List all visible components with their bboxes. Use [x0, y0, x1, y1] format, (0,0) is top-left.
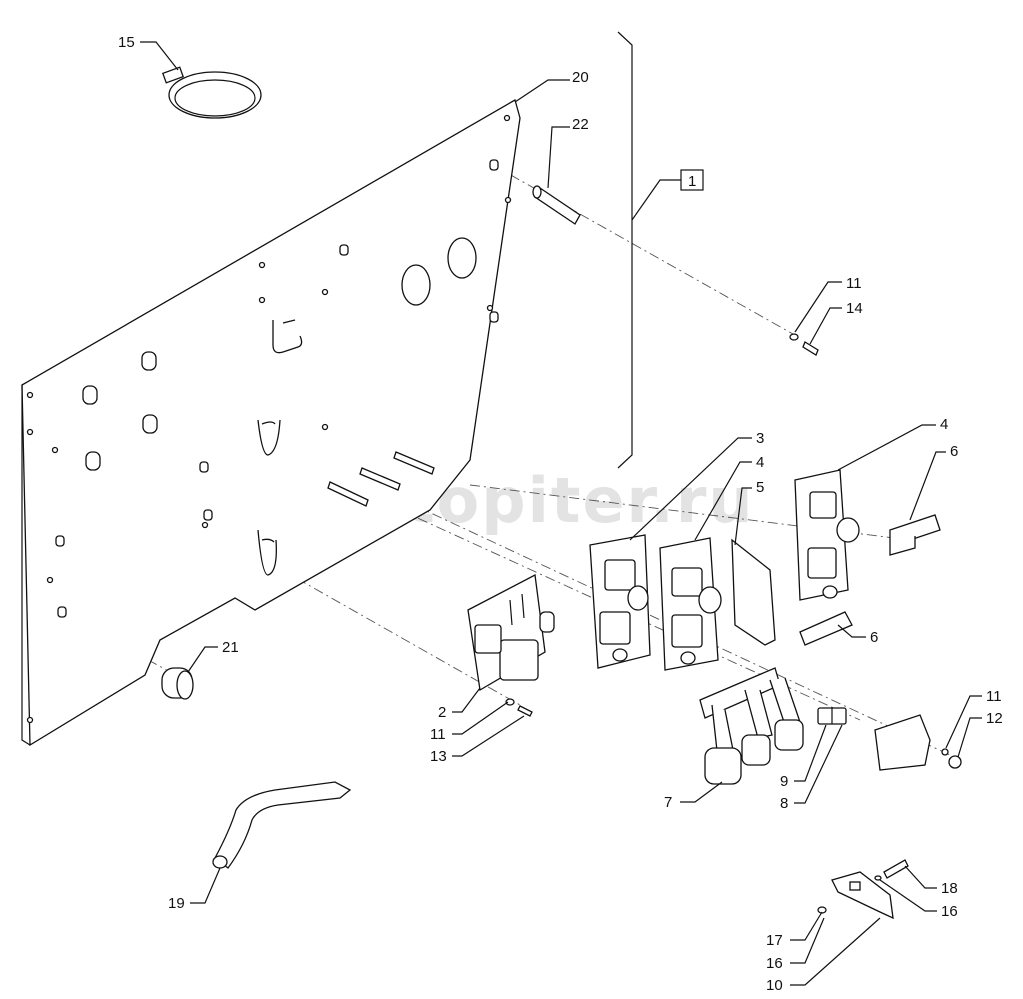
plate-standoffs: [55, 159, 499, 618]
callout-18: 18: [941, 880, 958, 897]
connector-module: [467, 573, 555, 692]
callout-3: 3: [756, 430, 764, 447]
bottom-bracket: [831, 871, 894, 920]
bracket-6-upper: [889, 514, 941, 556]
relay-module-4-right: [794, 469, 860, 601]
callout-20: 20: [572, 69, 589, 86]
callout-4-middle: 4: [756, 454, 764, 471]
strap: [212, 781, 352, 869]
threaded-studs: [327, 451, 435, 507]
cable-tie: [161, 66, 262, 119]
relay-module-3: [589, 534, 651, 669]
mounting-plate: [21, 99, 521, 747]
callout-16-right: 16: [941, 903, 958, 920]
callout-12: 12: [986, 710, 1003, 727]
pin: [532, 185, 581, 225]
plate-holes: [26, 114, 512, 724]
callout-13: 13: [430, 748, 447, 765]
washer-screw-2: [505, 698, 533, 717]
cover-plate: [731, 538, 776, 646]
callout-19: 19: [168, 895, 185, 912]
callout-11-left: 11: [430, 726, 446, 743]
frame-edge-line: [617, 31, 633, 469]
connector-cap: [874, 714, 931, 771]
callout-10: 10: [766, 977, 783, 994]
callout-leaders: [140, 41, 982, 986]
callout-7: 7: [664, 794, 672, 811]
callout-4-right: 4: [940, 416, 948, 433]
assembly-tag-number: 1: [688, 173, 696, 190]
cylinder-spacer: [161, 667, 194, 700]
bracket-assembly: [699, 667, 804, 785]
relay-module-4-middle: [659, 537, 722, 671]
callout-labels: 15 20 22 11 14 3 4 4 5 6 6 2 11 13 21 7 …: [118, 34, 1003, 994]
washer-nut-right: [941, 748, 962, 769]
callout-8: 8: [780, 795, 788, 812]
callout-11-right: 11: [986, 688, 1002, 705]
callout-21: 21: [222, 639, 239, 656]
assembly-tag: 1: [631, 169, 704, 221]
callout-14: 14: [846, 300, 863, 317]
callout-22: 22: [572, 116, 589, 133]
washer-screw-top: [789, 333, 819, 356]
callout-11-top: 11: [846, 275, 862, 292]
callout-6-upper: 6: [950, 443, 958, 460]
callout-17: 17: [766, 932, 783, 949]
small-connector: [817, 707, 847, 725]
callout-9: 9: [780, 773, 788, 790]
callout-6-lower: 6: [870, 629, 878, 646]
callout-2: 2: [438, 704, 446, 721]
callout-5: 5: [756, 479, 764, 496]
callout-15: 15: [118, 34, 135, 51]
callout-16-left: 16: [766, 955, 783, 972]
bracket-6-lower: [799, 611, 853, 646]
